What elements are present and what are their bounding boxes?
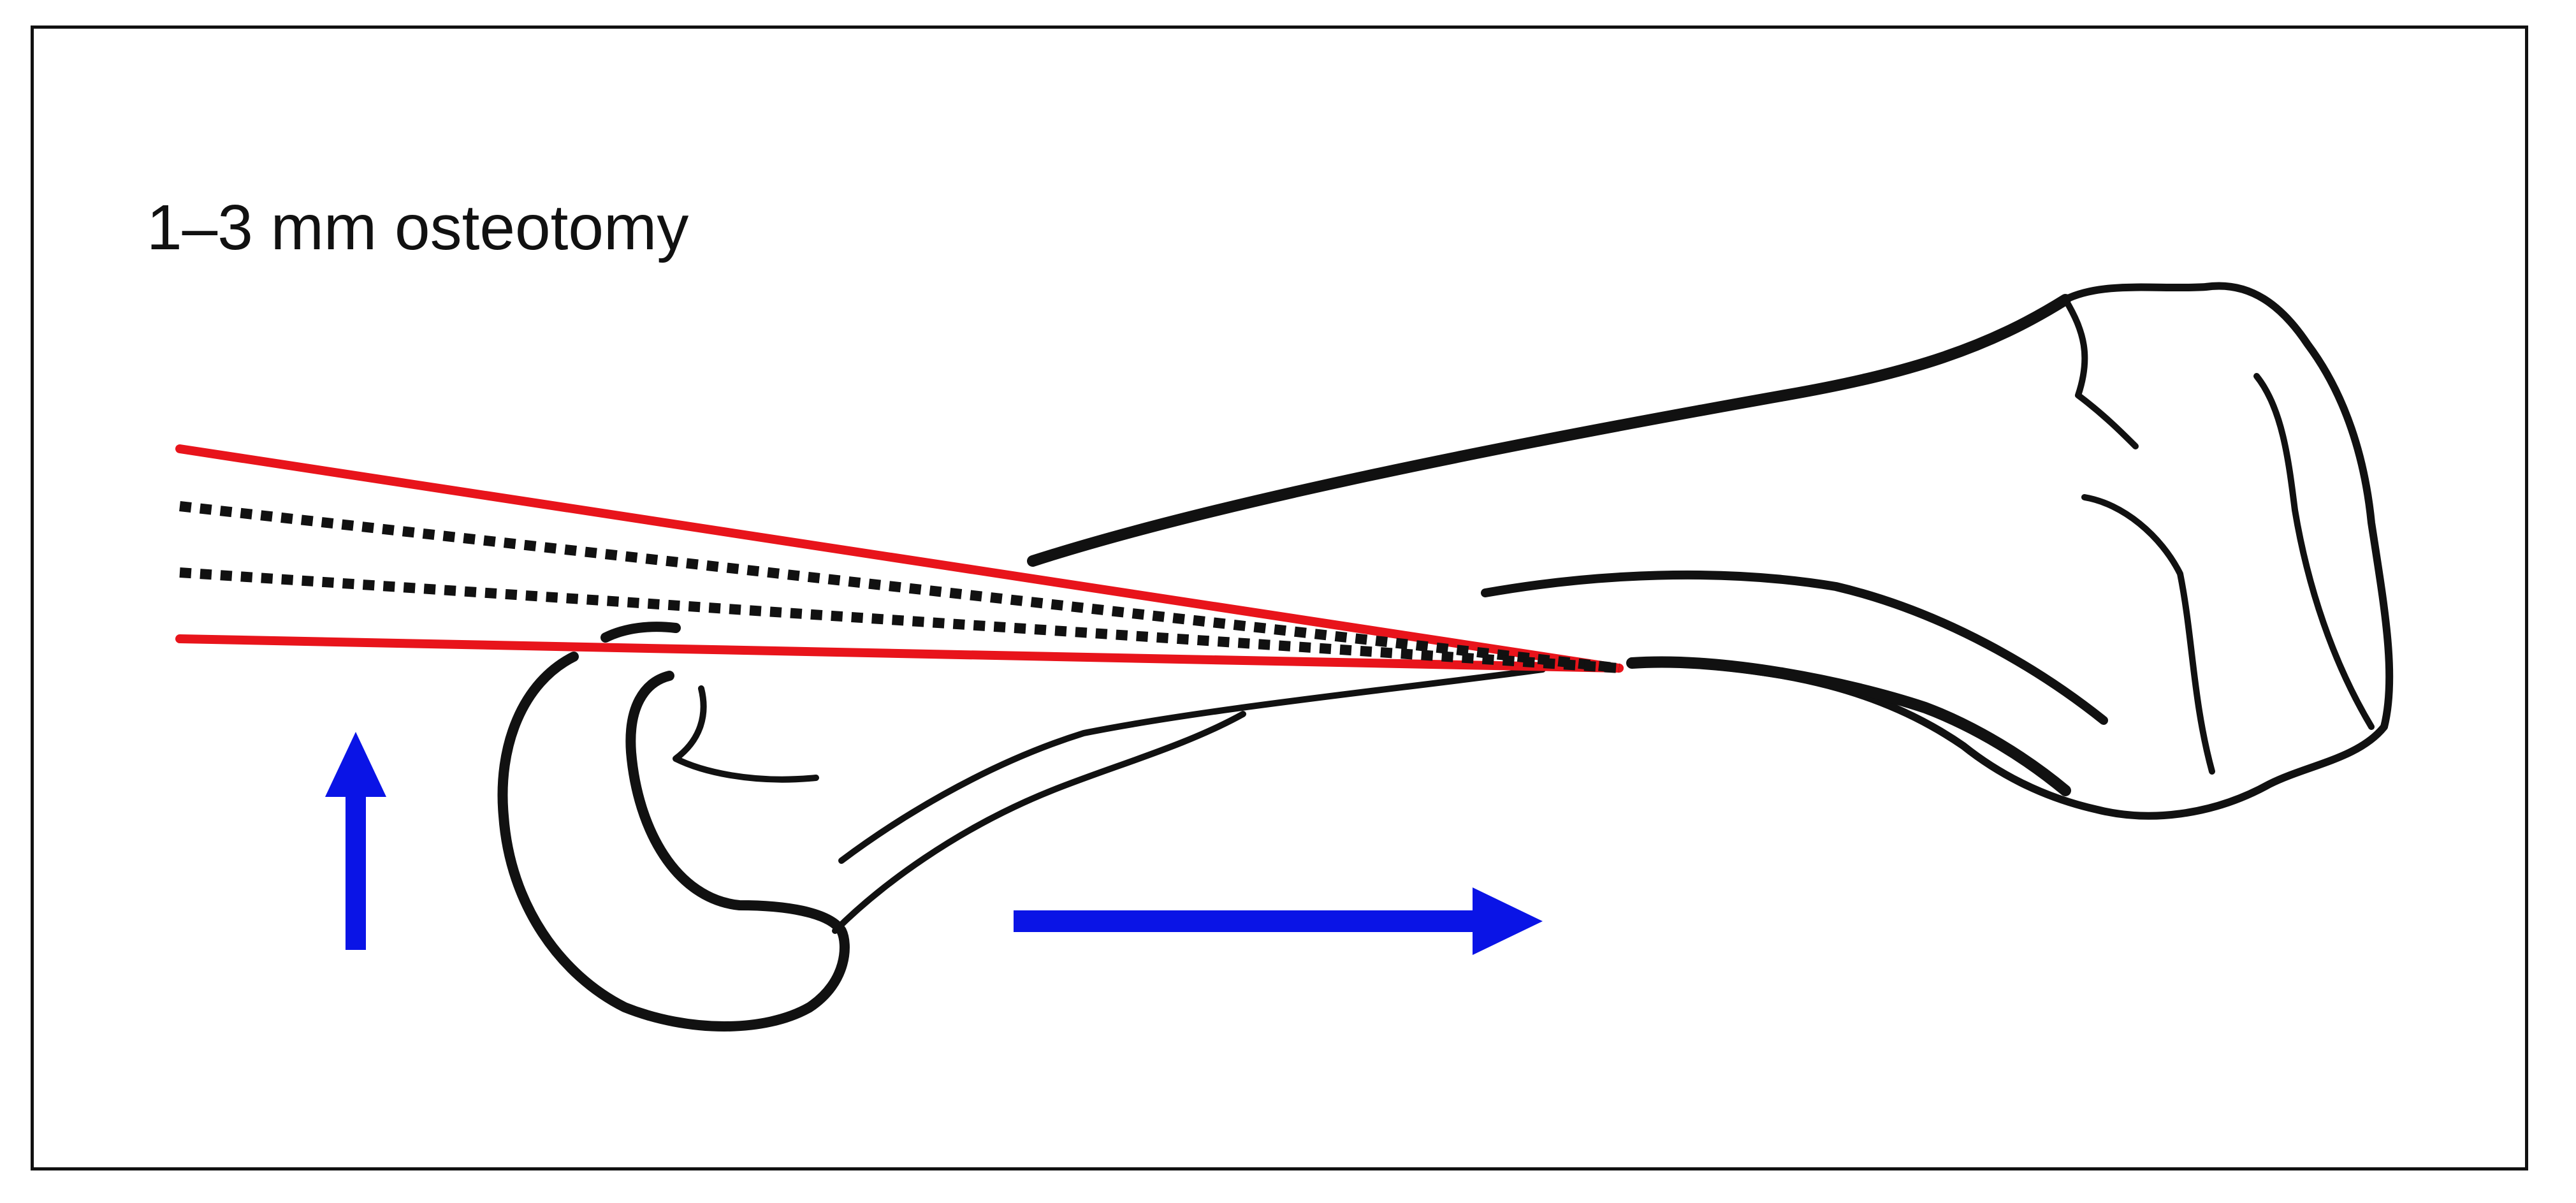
bone-shaft-inner-line <box>832 711 1246 934</box>
lower-guide-line <box>179 567 1620 673</box>
osteotomy-cut-lines <box>175 444 1624 673</box>
upper-cut-line <box>175 444 1624 673</box>
bone-head-contour <box>1666 282 2394 820</box>
bone-outline <box>497 282 2394 1032</box>
bone-lower-edge-left <box>838 666 1546 864</box>
upper-guide-line <box>179 501 1620 673</box>
bone-condyle-hook <box>600 622 681 643</box>
bone-lower-edge-right <box>1626 656 2071 796</box>
bone-distal-condyle <box>497 652 850 1032</box>
bone-head-inner-line-3 <box>2253 373 2375 730</box>
lower-cut-line <box>175 634 1624 673</box>
osteotomy-guide-lines <box>179 501 1620 673</box>
osteotomy-caption: 1–3 mm osteotomy <box>147 192 689 263</box>
arrow-right-icon <box>1014 887 1543 955</box>
bone-condyle-inner <box>673 685 819 783</box>
bone-head-inner-line-2 <box>2081 494 2215 775</box>
bone-upper-edge <box>1027 294 2071 567</box>
bone-head-inner-line-4 <box>1481 570 2108 725</box>
arrow-up-icon <box>325 732 386 950</box>
bone-head-inner-line-1 <box>2062 296 2139 449</box>
figure-frame <box>31 26 2528 1170</box>
